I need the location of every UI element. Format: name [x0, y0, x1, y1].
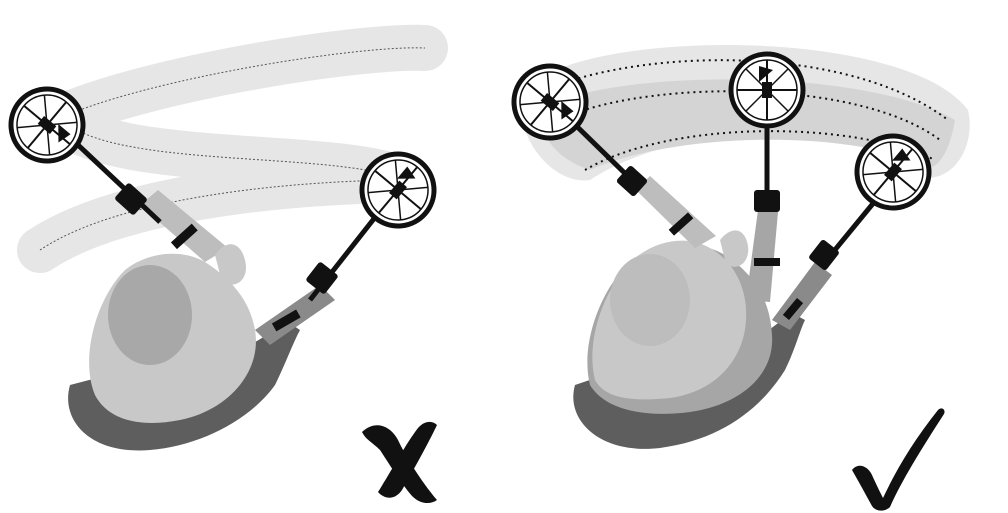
- check-mark-icon: [852, 408, 945, 510]
- operator-figure-arc: [573, 176, 832, 449]
- panel-wrong: [0, 48, 449, 503]
- x-mark-icon: [362, 422, 437, 503]
- sweep-path-zigzag: [40, 48, 425, 250]
- panel-right: [499, 45, 969, 511]
